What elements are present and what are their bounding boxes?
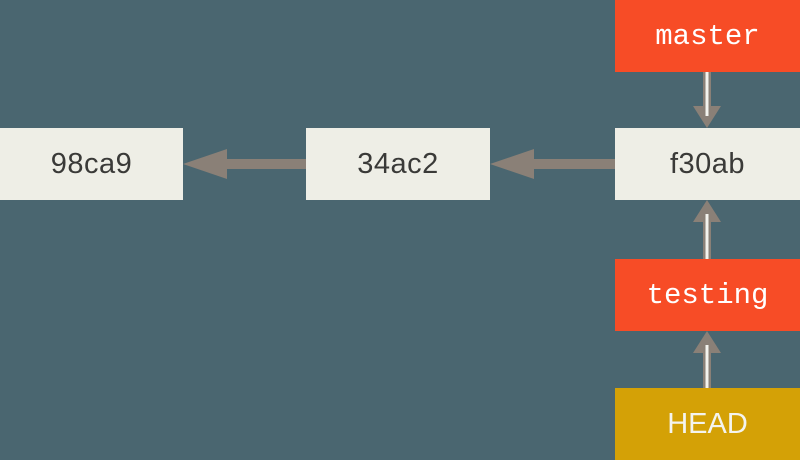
arrow-34ac2-to-98ca9: [183, 149, 306, 179]
commit-node-34ac2[interactable]: 34ac2: [306, 128, 490, 200]
branch-label-master-text: master: [655, 19, 760, 53]
arrow-master-to-f30ab: [693, 72, 721, 128]
head-pointer-label[interactable]: HEAD: [615, 388, 800, 460]
arrow-head-to-testing: [693, 331, 721, 388]
branch-label-master[interactable]: master: [615, 0, 800, 72]
commit-node-f30ab-text: f30ab: [669, 147, 746, 180]
commit-node-98ca9-text: 98ca9: [50, 147, 133, 180]
head-pointer-text: HEAD: [667, 407, 748, 440]
commit-node-98ca9[interactable]: 98ca9: [0, 128, 183, 200]
branch-label-testing[interactable]: testing: [615, 259, 800, 331]
branch-label-testing-text: testing: [646, 278, 769, 312]
arrow-f30ab-to-34ac2: [490, 149, 615, 179]
commit-node-f30ab[interactable]: f30ab: [615, 128, 800, 200]
commit-node-34ac2-text: 34ac2: [357, 147, 439, 180]
arrow-testing-to-f30ab: [693, 200, 721, 259]
